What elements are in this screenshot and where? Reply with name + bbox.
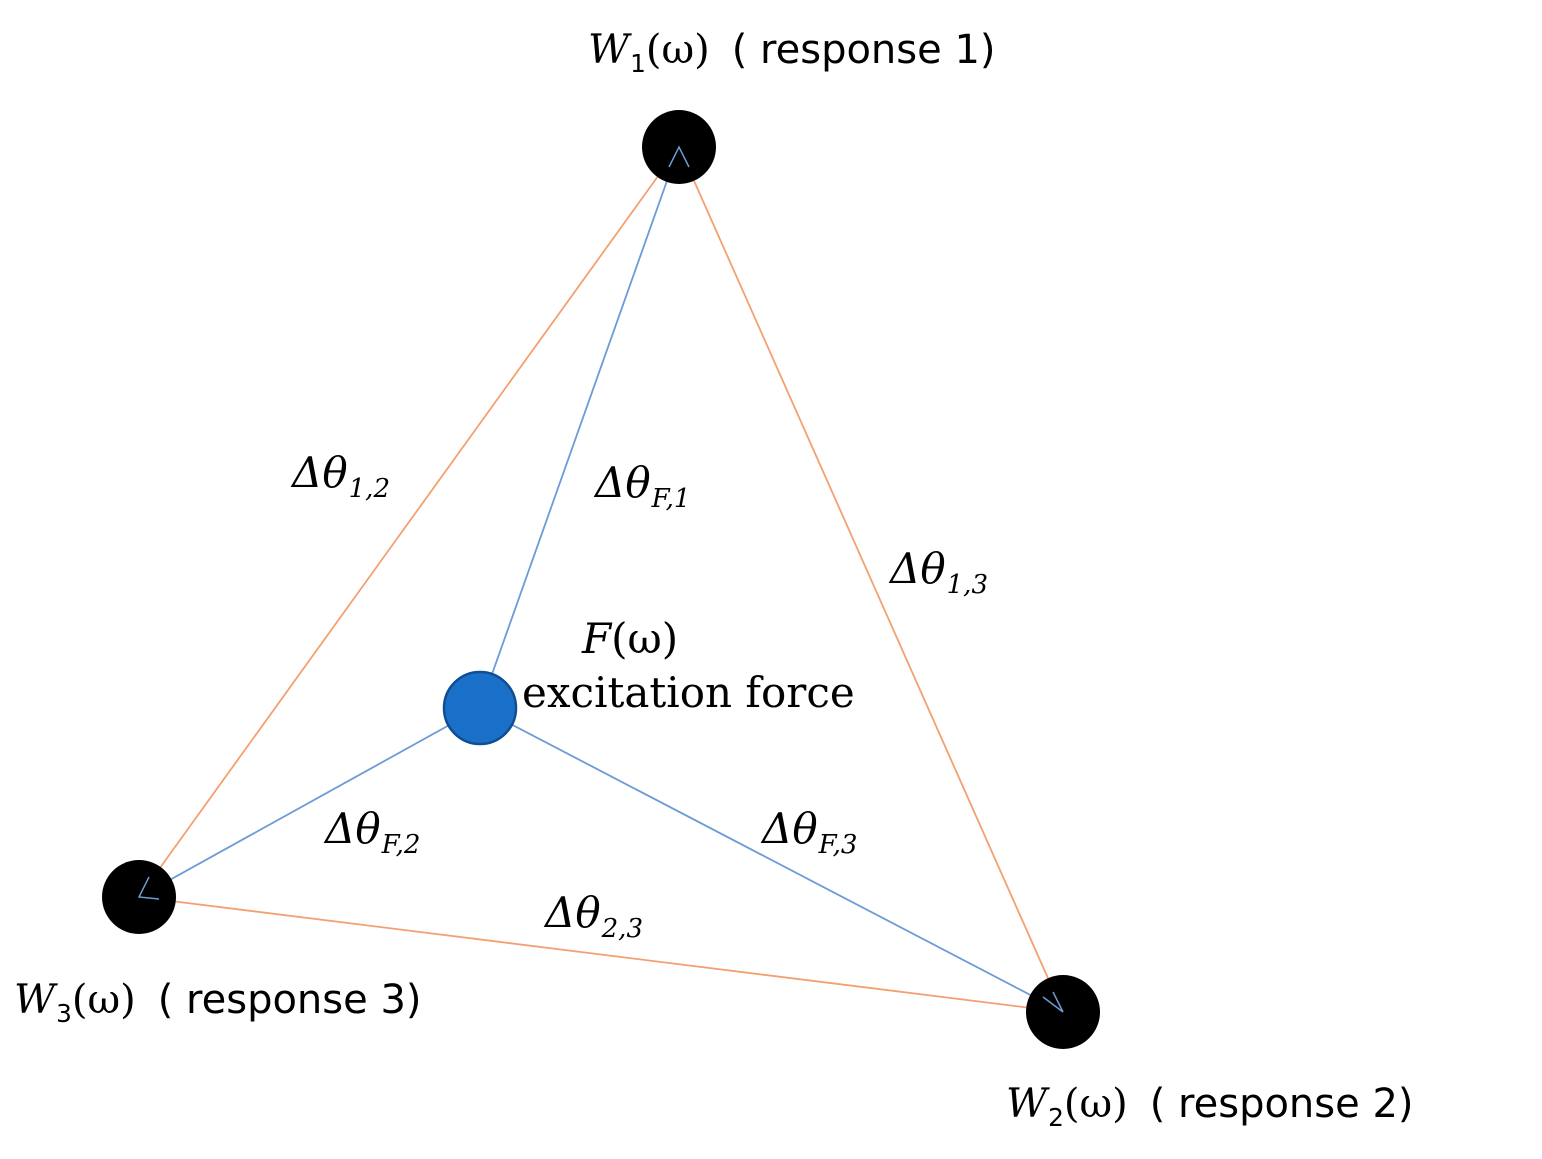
edge-line-2-3 xyxy=(138,896,1064,1013)
edge-label-2-3: Δθ2,3 xyxy=(545,892,643,942)
edge-label-1-3-prefix: Δθ xyxy=(890,544,946,593)
edge-label-2-3-prefix: Δθ xyxy=(545,888,601,937)
force-argument: (ω) xyxy=(611,614,679,663)
response-3-index: 3 xyxy=(56,999,72,1029)
force-label: F(ω) excitation force xyxy=(522,618,855,714)
edge-label-f-1: ΔθF,1 xyxy=(595,462,690,512)
response-1-description: ( response 1) xyxy=(731,27,996,73)
response-2-label: W2(ω) ( response 2) xyxy=(1006,1081,1414,1130)
force-description: excitation force xyxy=(522,668,855,717)
response-3-symbol: W xyxy=(14,977,56,1023)
edge-line-f-2 xyxy=(138,707,481,898)
edge-label-1-3-subscript: 1,3 xyxy=(946,569,989,600)
edge-label-f-1-subscript: F,1 xyxy=(651,483,691,514)
response-1-argument: (ω) xyxy=(645,27,710,73)
edge-label-2-3-subscript: 2,3 xyxy=(601,913,644,944)
edge-line-f-3 xyxy=(479,707,1064,1013)
edge-label-1-2-prefix: Δθ xyxy=(292,448,348,497)
response-2-symbol: W xyxy=(1006,1081,1048,1127)
edge-label-f-2-subscript: F,2 xyxy=(381,829,421,860)
edge-label-1-3: Δθ1,3 xyxy=(890,548,988,598)
edge-label-1-2: Δθ1,2 xyxy=(292,452,390,502)
edge-line-1-2 xyxy=(138,146,680,898)
edge-label-f-2: ΔθF,2 xyxy=(325,808,420,858)
response-3-argument: (ω) xyxy=(71,977,136,1023)
edge-line-1-3 xyxy=(678,146,1064,1013)
response-1-symbol: W xyxy=(588,27,630,73)
edge-line-f-1 xyxy=(479,146,680,709)
edge-label-f-3-prefix: Δθ xyxy=(762,804,818,853)
response-2-vertex-mark xyxy=(1042,991,1064,1013)
edge-label-f-1-prefix: Δθ xyxy=(595,458,651,507)
response-3-label: W3(ω) ( response 3) xyxy=(14,977,422,1026)
edge-label-f-2-prefix: Δθ xyxy=(325,804,381,853)
edge-label-1-2-subscript: 1,2 xyxy=(348,473,391,504)
force-symbol-line: F(ω) xyxy=(522,618,855,660)
force-node xyxy=(442,670,518,746)
response-3-vertex-mark xyxy=(137,876,160,900)
edge-label-f-3-subscript: F,3 xyxy=(818,829,858,860)
edge-label-f-3: ΔθF,3 xyxy=(762,808,857,858)
response-2-argument: (ω) xyxy=(1063,1081,1128,1127)
response-2-index: 2 xyxy=(1048,1103,1064,1133)
response-2-description: ( response 2) xyxy=(1149,1081,1414,1127)
response-3-description: ( response 3) xyxy=(157,977,422,1023)
force-symbol: F xyxy=(582,614,612,663)
response-1-vertex-mark xyxy=(668,145,690,168)
response-1-index: 1 xyxy=(630,49,646,79)
response-1-label: W1(ω) ( response 1) xyxy=(588,27,996,76)
